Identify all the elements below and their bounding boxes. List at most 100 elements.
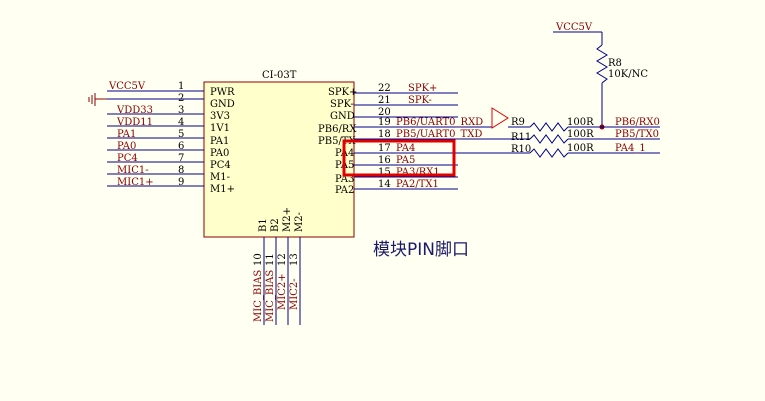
left-pin-num: 8	[178, 165, 184, 176]
resistor-value: 100R	[567, 143, 594, 154]
left-pin-num: 2	[178, 93, 184, 104]
left-pin-name: PA1	[210, 136, 229, 147]
right-pin-num: 22	[378, 83, 391, 94]
bottom-pin-net: MIC2+	[277, 273, 288, 310]
resistor-icon	[529, 134, 569, 144]
resistor-out-net: PA4_1	[615, 143, 646, 154]
right-pin-net: PA4	[396, 143, 415, 154]
right-pin-name: PA3	[335, 174, 354, 185]
resistor-ref: R8	[608, 58, 622, 69]
left-pin-net: VDD33	[116, 105, 153, 116]
left-pin-num: 9	[178, 177, 184, 188]
right-pin-num: 14	[378, 179, 391, 190]
left-pin-net: PA0	[117, 141, 136, 152]
supply-net-label: VCC5V	[555, 22, 593, 33]
resistor-value: 100R	[567, 117, 594, 128]
left-pin-6: PA0 6 PA0	[107, 141, 229, 159]
left-pin-net: MIC1-	[117, 165, 149, 176]
right-pin-22: SPK+ 22 SPK+	[328, 83, 458, 98]
resistor-ref: R10	[511, 144, 531, 155]
right-pin-net: PB6/UART0_RXD	[396, 117, 483, 128]
right-pin-net: PA2/TX1	[396, 179, 439, 190]
left-pin-num: 3	[178, 105, 184, 116]
left-pin-2: 2 GND	[107, 93, 235, 110]
right-pin-name: PB6/RX	[318, 124, 357, 135]
resistor-value: 10K/NC	[608, 69, 648, 80]
bottom-pin-num: 13	[289, 253, 300, 266]
chip-name: CI-03T	[262, 70, 297, 81]
right-pin-name: SPK+	[328, 87, 357, 98]
caption: 模块PIN脚口	[373, 240, 469, 260]
left-pin-5: PA1 5 PA1	[107, 129, 229, 147]
resistor-ref: R9	[511, 117, 525, 128]
right-pin-num: 15	[378, 167, 391, 178]
right-pin-17: PA4 17 PA4	[335, 143, 530, 159]
left-pin-9: MIC1+ 9 M1+	[107, 177, 235, 195]
resistor-icon	[529, 122, 569, 132]
right-pin-net: PA3/RX1	[396, 167, 440, 178]
left-pin-num: 4	[178, 117, 184, 128]
highlight-box	[342, 139, 456, 177]
right-pin-name: GND	[330, 111, 355, 122]
left-pin-3: VDD33 3 3V3	[107, 105, 230, 122]
right-pin-num: 17	[378, 143, 391, 154]
left-pin-name: PA0	[210, 148, 229, 159]
series-resistor-r9: R9 100R PB6/RX0	[508, 117, 660, 132]
right-pin-num: 18	[378, 129, 391, 140]
bottom-pin-12: M2+ 12 MIC2+	[277, 207, 293, 325]
right-pin-num: 20	[378, 107, 391, 118]
left-pin-net: MIC1+	[117, 177, 154, 188]
left-pin-num: 7	[178, 153, 184, 164]
right-pin-name: PB5/TX	[318, 136, 356, 147]
bottom-pin-10: B1 10 MIC_BIAS	[253, 218, 269, 325]
resistor-ref: R11	[511, 132, 531, 143]
right-pin-20: GND 20	[330, 107, 458, 122]
offpage-connector-icon	[491, 107, 509, 129]
left-pin-num: 6	[178, 141, 184, 152]
left-pin-name: M1+	[210, 184, 235, 195]
bottom-pin-num: 10	[253, 253, 264, 266]
bottom-pin-name: B2	[270, 218, 281, 232]
bottom-pin-net: MIC_BIAS	[253, 270, 264, 322]
bottom-pin-13: M2- 13 MIC2-	[289, 212, 305, 325]
right-pin-net: SPK-	[408, 95, 432, 106]
bottom-pin-name: B1	[258, 218, 269, 232]
right-pin-num: 16	[378, 155, 391, 166]
left-pin-name: PWR	[210, 87, 235, 98]
left-pin-7: PC4 7 PC4	[107, 153, 231, 171]
right-pin-14: PA2 14 PA2/TX1	[335, 179, 458, 196]
left-pin-name: PC4	[210, 160, 231, 171]
right-pin-name: SPK-	[330, 99, 354, 110]
left-pin-net: VCC5V	[108, 81, 146, 92]
resistor-out-net: PB6/RX0	[615, 117, 660, 128]
resistor-value: 100R	[567, 129, 594, 140]
left-pin-1: VCC5V 1 PWR	[107, 81, 235, 98]
resistor-icon	[529, 148, 569, 158]
left-pin-4: VDD11 4 1V1	[107, 117, 230, 134]
right-pin-15: PA3 15 PA3/RX1	[335, 167, 458, 185]
right-pin-19: PB6/RX 19 PB6/UART0_RXD	[318, 117, 492, 135]
pullup-r8: VCC5V R8 10K/NC	[553, 22, 648, 130]
left-pin-net: PC4	[117, 153, 138, 164]
series-resistor-r11: R11 100R PB5/TX0	[511, 129, 660, 144]
left-pin-name: 1V1	[210, 123, 230, 134]
left-pin-name: 3V3	[210, 111, 230, 122]
left-pin-net: PA1	[117, 129, 136, 140]
right-pin-net: PB5/UART0_TXD	[396, 129, 482, 140]
resistor-out-net: PB5/TX0	[615, 129, 659, 140]
series-resistor-r10: R10 100R PA4_1	[511, 143, 660, 158]
bottom-pin-name: M2+	[282, 207, 293, 232]
right-pin-net: SPK+	[408, 83, 437, 94]
ground-symbol-icon	[88, 93, 107, 106]
bottom-pin-num: 11	[265, 253, 276, 266]
right-pin-21: SPK- 21 SPK-	[330, 95, 458, 110]
bottom-pin-net: MIC_BIAS	[265, 270, 276, 322]
chip-body	[203, 81, 355, 238]
left-pin-8: MIC1- 8 M1-	[107, 165, 230, 183]
right-pin-net: PA5	[396, 155, 415, 166]
resistor-vertical-icon	[596, 44, 608, 84]
right-pin-18: PB5/TX 18 PB5/UART0_TXD	[318, 129, 530, 147]
left-pin-name: M1-	[210, 172, 230, 183]
bottom-pin-net: MIC2-	[289, 278, 300, 310]
